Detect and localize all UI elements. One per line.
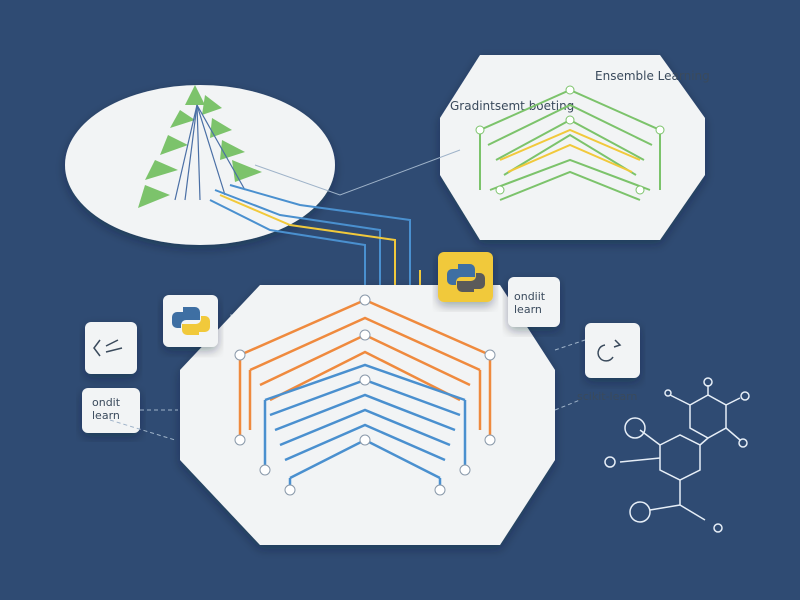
label-line: learn	[92, 409, 120, 422]
molecule-icon	[604, 377, 750, 533]
ensemble-lattice	[475, 85, 665, 201]
python-logo-icon	[172, 307, 210, 335]
main-hexagon-panel	[180, 285, 555, 545]
code-card	[85, 322, 137, 374]
python-logo-icon	[447, 264, 485, 292]
link-icon	[597, 339, 622, 362]
python-card-left	[163, 295, 218, 347]
code-icon	[93, 339, 123, 357]
lattice-nodes	[234, 294, 496, 496]
label-line: learn	[514, 303, 542, 316]
tree-icon	[138, 85, 262, 208]
ensemble-learning-label: Ensemble Learning	[595, 69, 710, 83]
link-card	[585, 323, 640, 378]
sklearn-side-label: scikit-learn	[577, 390, 637, 403]
ensemble-panel: Gradintsemt boeting Ensemble Learning	[440, 55, 710, 240]
python-card-top	[438, 252, 493, 302]
dashed-connectors	[109, 339, 586, 441]
tree-panel	[65, 85, 335, 245]
